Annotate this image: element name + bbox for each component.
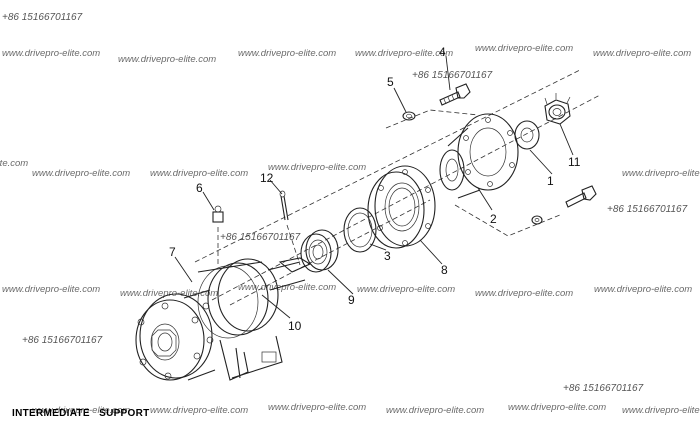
watermark: www.drivepro-elite.com <box>32 168 130 179</box>
watermark: www.drivepro-elite.com <box>238 282 336 293</box>
phone-watermark: +86 15166701167 <box>607 204 688 215</box>
callout-8: 8 <box>441 263 448 277</box>
phone-watermark: +86 15166701167 <box>22 335 103 346</box>
callout-5: 5 <box>387 75 394 89</box>
watermark: www.drivepro-elite.com <box>2 284 100 295</box>
watermark: www.drivepro-elite.com <box>118 54 216 65</box>
yoke-flange <box>135 289 216 381</box>
snap-ring <box>343 207 377 253</box>
callout-7: 7 <box>169 245 176 259</box>
callout-12: 12 <box>260 171 274 185</box>
cotter-pin <box>279 190 289 221</box>
phone-watermark: +86 15166701167 <box>220 232 301 243</box>
callout-9: 9 <box>348 293 355 307</box>
watermark: www.drivepro-elite.com <box>268 402 366 413</box>
watermark: www.drivepro-elite.com <box>238 48 336 59</box>
lock-washer <box>402 111 416 121</box>
watermark-layer: www.drivepro-elite.com www.drivepro-elit… <box>0 12 700 416</box>
callout-6: 6 <box>196 181 203 195</box>
callout-10: 10 <box>288 319 302 333</box>
flange-bolt <box>439 83 471 106</box>
watermark: www.drivepro-elite.com <box>2 48 100 59</box>
watermark: www.drivepro-elite.com <box>475 288 573 299</box>
watermark: www.drivepro-elite.com <box>150 405 248 416</box>
castle-nut <box>544 93 571 125</box>
diagram-title: INTERMEDIATE SUPPORT <box>12 408 150 419</box>
grease-fitting <box>212 205 224 223</box>
phone-watermark: +86 15166701167 <box>412 70 493 81</box>
callout-11: 11 <box>568 155 581 169</box>
watermark: www.drivepro-elite.com <box>150 168 248 179</box>
watermark: www.drivepro-elite.com <box>32 405 130 416</box>
watermark: www.drivepro-elite.com <box>357 284 455 295</box>
watermark: www.drivepro-elite.com <box>355 48 453 59</box>
callout-4: 4 <box>439 45 446 59</box>
watermark: www.drivepro-elite.com <box>594 284 692 295</box>
ball-bearing <box>300 229 339 273</box>
phone-watermark: +86 15166701167 <box>2 12 83 23</box>
watermark: www.drivepro-elite.com <box>622 168 700 179</box>
watermark: www.drivepro-elite.com <box>0 158 28 169</box>
callout-labels: 1 2 3 4 5 6 7 8 9 10 11 12 <box>169 45 581 333</box>
callout-3: 3 <box>384 249 391 263</box>
watermark: www.drivepro-elite.com <box>622 405 700 416</box>
bearing-housing <box>367 165 436 249</box>
watermark: www.drivepro-elite.com <box>475 43 573 54</box>
watermark: www.drivepro-elite.com <box>593 48 691 59</box>
lower-bolt <box>531 185 597 225</box>
watermark: www.drivepro-elite.com <box>508 402 606 413</box>
watermark: www.drivepro-elite.com <box>268 162 366 173</box>
watermark: www.drivepro-elite.com <box>120 288 218 299</box>
leader-lines <box>174 55 574 319</box>
flat-washer <box>514 120 540 150</box>
phone-watermark: +86 15166701167 <box>563 383 644 394</box>
companion-flange <box>439 113 519 199</box>
callout-2: 2 <box>490 212 497 226</box>
callout-1: 1 <box>547 174 554 188</box>
watermark: www.drivepro-elite.com <box>386 405 484 416</box>
